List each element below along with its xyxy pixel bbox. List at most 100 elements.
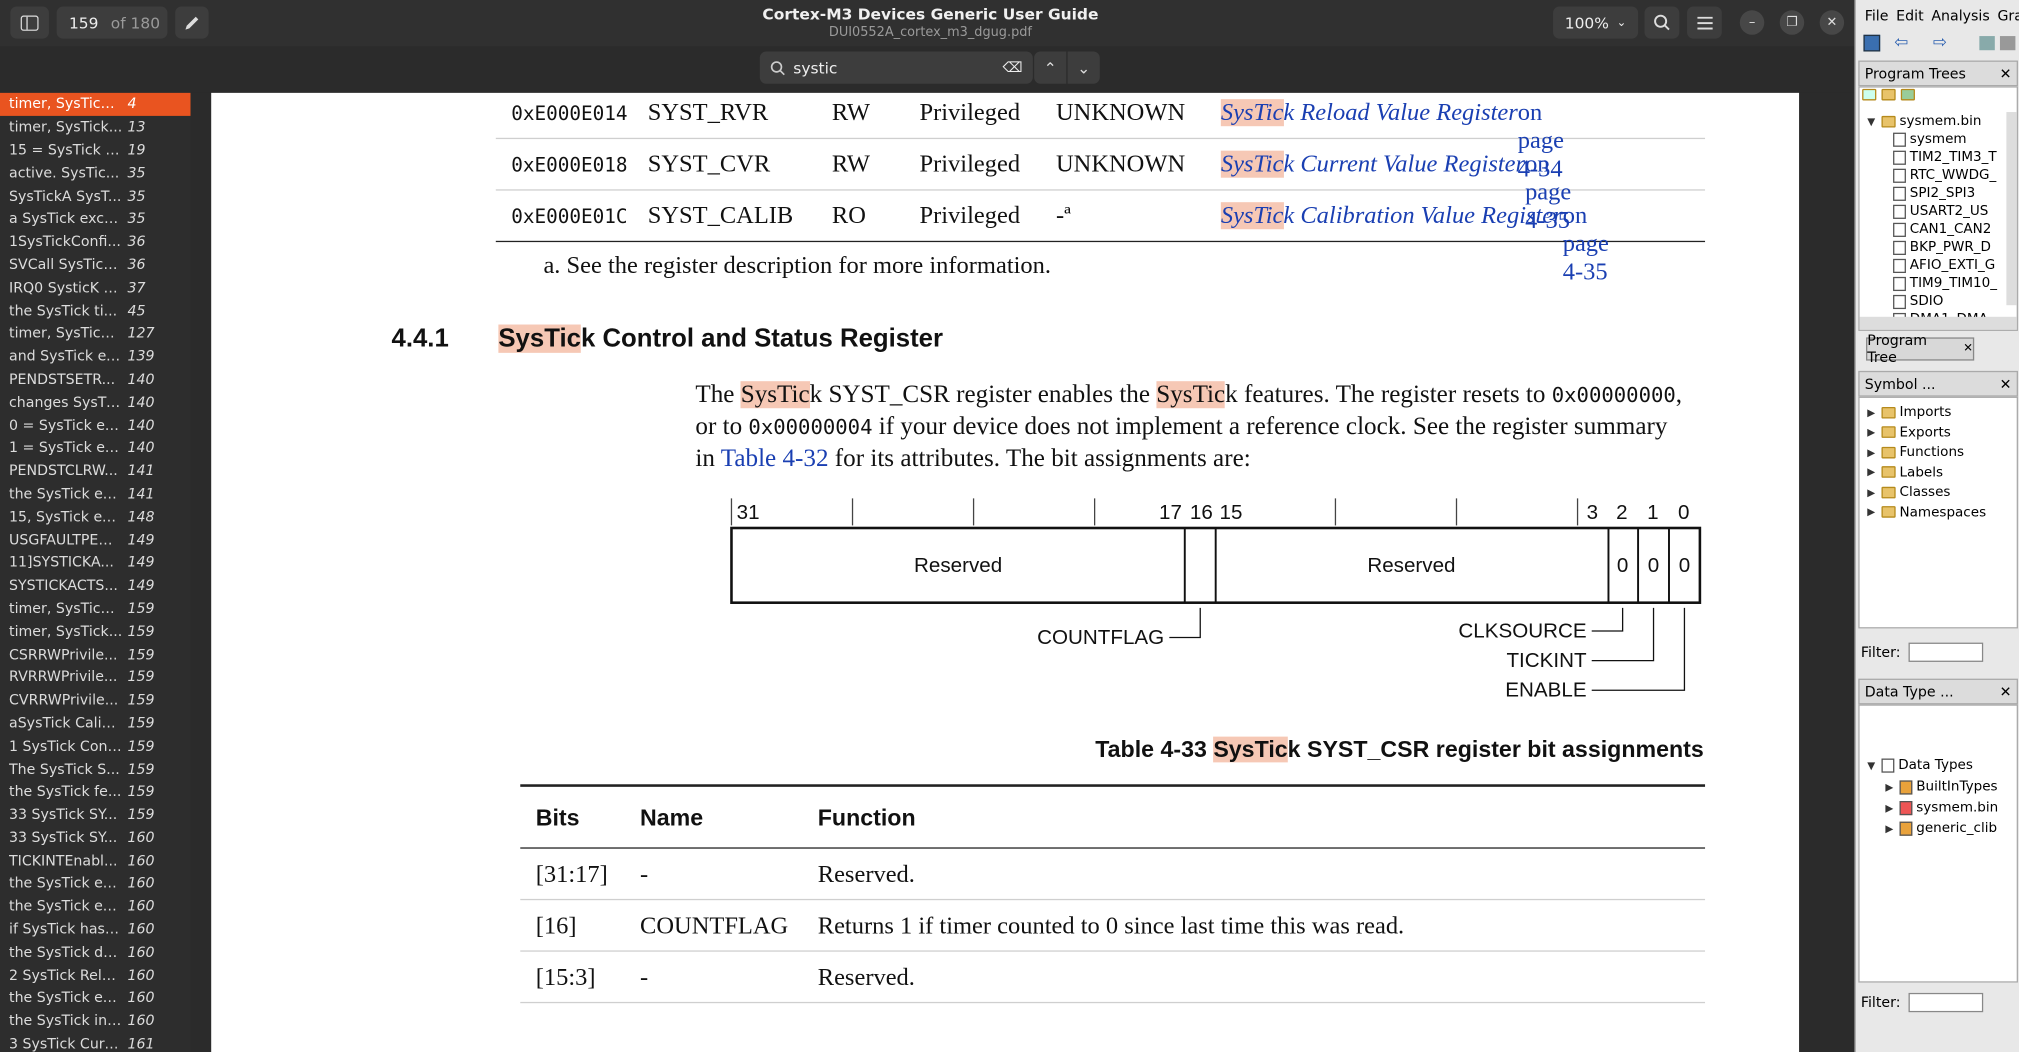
annotate-button[interactable] (175, 6, 209, 39)
search-result-item[interactable]: 33 SysTick SY...159 (0, 803, 191, 826)
menu-analysis[interactable]: Analysis (1931, 7, 1990, 25)
program-tree-item[interactable]: USART2_US (1893, 202, 1988, 220)
search-result-item[interactable]: 0 = SysTick ex...140 (0, 414, 191, 437)
search-result-item[interactable]: PENDSTSETR...140 (0, 368, 191, 391)
close-button[interactable]: ✕ (1819, 10, 1845, 35)
zoom-select[interactable]: 100% ⌄ (1553, 6, 1639, 39)
data-type-item[interactable]: ▶BuiltInTypes (1885, 778, 1997, 796)
expand-icon[interactable]: ▶ (1867, 406, 1876, 418)
program-tree-item[interactable]: TIM2_TIM3_T (1893, 148, 1997, 166)
search-result-item[interactable]: The SysTick S...159 (0, 757, 191, 780)
expand-icon[interactable]: ▼ (1867, 115, 1876, 127)
clear-search-icon[interactable]: ⌫ (1002, 59, 1023, 76)
new-tree-icon[interactable] (1900, 88, 1915, 101)
menu-file[interactable]: File (1864, 7, 1889, 25)
close-icon[interactable]: ✕ (1999, 683, 2012, 700)
search-result-item[interactable]: 2 SysTick Relo...160 (0, 964, 191, 987)
search-result-item[interactable]: the SysTick fe...159 (0, 780, 191, 803)
search-result-item[interactable]: 1 SysTick Cont...159 (0, 734, 191, 757)
prev-result-button[interactable]: ⌃ (1034, 51, 1067, 84)
program-tree-item[interactable]: BKP_PWR_D (1893, 238, 1991, 256)
search-result-item[interactable]: the SysTick ex...141 (0, 482, 191, 505)
menu-graph[interactable]: Graph (1997, 7, 2019, 25)
program-tree-item[interactable]: TIM9_TIM10_ (1893, 274, 1997, 292)
expand-icon[interactable]: ▶ (1867, 446, 1876, 458)
menu-button[interactable] (1687, 6, 1722, 39)
sidebar-toggle-button[interactable] (10, 6, 49, 39)
search-result-item[interactable]: USGFAULTPEN...149 (0, 528, 191, 551)
symbol-tree-item[interactable]: ▶Exports (1867, 423, 1951, 441)
search-result-item[interactable]: the SysTick de...160 (0, 941, 191, 964)
symbol-tree-item[interactable]: ▶Imports (1867, 403, 1951, 421)
search-result-item[interactable]: 33 SysTick SY...160 (0, 826, 191, 849)
tab-program-tree[interactable]: Program Tree✕ (1866, 332, 1975, 366)
search-result-item[interactable]: IRQ0 SysticK P...37 (0, 276, 191, 299)
program-tree-item[interactable]: SDIO (1893, 292, 1943, 310)
expand-icon[interactable]: ▶ (1867, 486, 1876, 498)
search-result-item[interactable]: the SysTick ex...160 (0, 987, 191, 1010)
search-result-item[interactable]: 1SysTickConfi...36 (0, 230, 191, 253)
register-link[interactable]: SysTick Current Value Register on page 4… (1220, 150, 1571, 234)
tree-icon[interactable] (1862, 88, 1877, 101)
filter-input[interactable] (1908, 642, 1983, 662)
page-current[interactable]: 159 (68, 13, 99, 32)
search-result-item[interactable]: RVRRWPrivile...159 (0, 666, 191, 689)
symbol-tree-item[interactable]: ▶Labels (1867, 463, 1943, 481)
expand-icon[interactable]: ▶ (1867, 506, 1876, 518)
register-link[interactable]: SysTick Reload Value Register on page 4-… (1220, 98, 1564, 182)
symbol-tree-item[interactable]: ▶Functions (1867, 443, 1964, 461)
forward-icon[interactable]: ⇨ (1932, 33, 1948, 53)
search-result-item[interactable]: if SysTick has ...160 (0, 918, 191, 941)
expand-icon[interactable]: ▶ (1885, 801, 1894, 814)
data-type-item[interactable]: ▶sysmem.bin (1885, 798, 1998, 816)
tree-root[interactable]: ▼sysmem.bin (1867, 112, 1981, 130)
search-result-item[interactable]: CVRRWPrivile...159 (0, 689, 191, 712)
program-tree-item[interactable]: sysmem (1893, 130, 1967, 148)
search-result-item[interactable]: PENDSTCLRW...141 (0, 459, 191, 482)
search-result-item[interactable]: changes SysTi...140 (0, 391, 191, 414)
scrollbar[interactable] (2006, 112, 2017, 306)
search-result-item[interactable]: 1 = SysTick ex...140 (0, 437, 191, 460)
search-result-item[interactable]: 3 SysTick Curr...161 (0, 1032, 191, 1052)
nav-icon[interactable] (1979, 36, 1995, 51)
expand-icon[interactable]: ▶ (1885, 822, 1894, 834)
nav-icon[interactable] (1999, 36, 2016, 51)
program-tree-item[interactable]: CAN1_CAN2 (1893, 220, 1991, 238)
save-icon[interactable] (1863, 34, 1881, 52)
search-input[interactable]: systic (793, 58, 838, 77)
close-icon[interactable]: ✕ (1963, 342, 1973, 356)
register-link[interactable]: SysTick Calibration Value Register on pa… (1220, 201, 1609, 285)
search-result-item[interactable]: timer, SysTick...159 (0, 620, 191, 643)
search-result-item[interactable]: timer, SysTick ...4 (0, 92, 191, 116)
search-result-item[interactable]: SVCall SysTick...36 (0, 253, 191, 276)
data-type-item[interactable]: ▶generic_clib (1885, 819, 1997, 837)
search-result-item[interactable]: the SysTick int...160 (0, 1009, 191, 1032)
minimize-button[interactable]: – (1739, 10, 1765, 35)
search-result-item[interactable]: SysTickA SysT...35 (0, 184, 191, 207)
open-folder-icon[interactable] (1881, 88, 1896, 101)
search-result-item[interactable]: the SysTick ex...160 (0, 895, 191, 918)
expand-icon[interactable]: ▶ (1867, 426, 1876, 438)
search-result-item[interactable]: timer, SysTick...13 (0, 116, 191, 139)
close-icon[interactable]: ✕ (1999, 375, 2012, 393)
search-result-item[interactable]: a SysTick exce...35 (0, 207, 191, 230)
expand-icon[interactable]: ▶ (1867, 466, 1876, 478)
expand-icon[interactable]: ▼ (1867, 759, 1876, 771)
back-icon[interactable]: ⇦ (1894, 33, 1909, 53)
search-result-item[interactable]: timer, SysTick ...159 (0, 597, 191, 620)
next-result-button[interactable]: ⌄ (1067, 51, 1100, 84)
program-tree-item[interactable]: SPI2_SPI3 (1893, 184, 1975, 202)
search-result-item[interactable]: and SysTick ex...139 (0, 345, 191, 368)
page-number-box[interactable]: 159 of 180 (56, 6, 168, 39)
search-result-item[interactable]: TICKINTEnabl...160 (0, 849, 191, 872)
table-link[interactable]: Table 4-32 (720, 445, 829, 473)
search-result-item[interactable]: the SysTick ti...45 (0, 299, 191, 322)
search-button[interactable] (1644, 6, 1680, 39)
search-result-item[interactable]: 15 = SysTick 1...19 (0, 139, 191, 162)
search-result-item[interactable]: aSysTick Calib...159 (0, 712, 191, 735)
search-result-item[interactable]: active. SysTic...35 (0, 161, 191, 184)
search-field[interactable]: systic ⌫ (759, 51, 1033, 84)
horizontal-scrollbar[interactable] (1859, 316, 2017, 330)
search-result-item[interactable]: 11]SYSTICKA...149 (0, 551, 191, 574)
program-tree-item[interactable]: AFIO_EXTI_G (1893, 256, 1995, 274)
